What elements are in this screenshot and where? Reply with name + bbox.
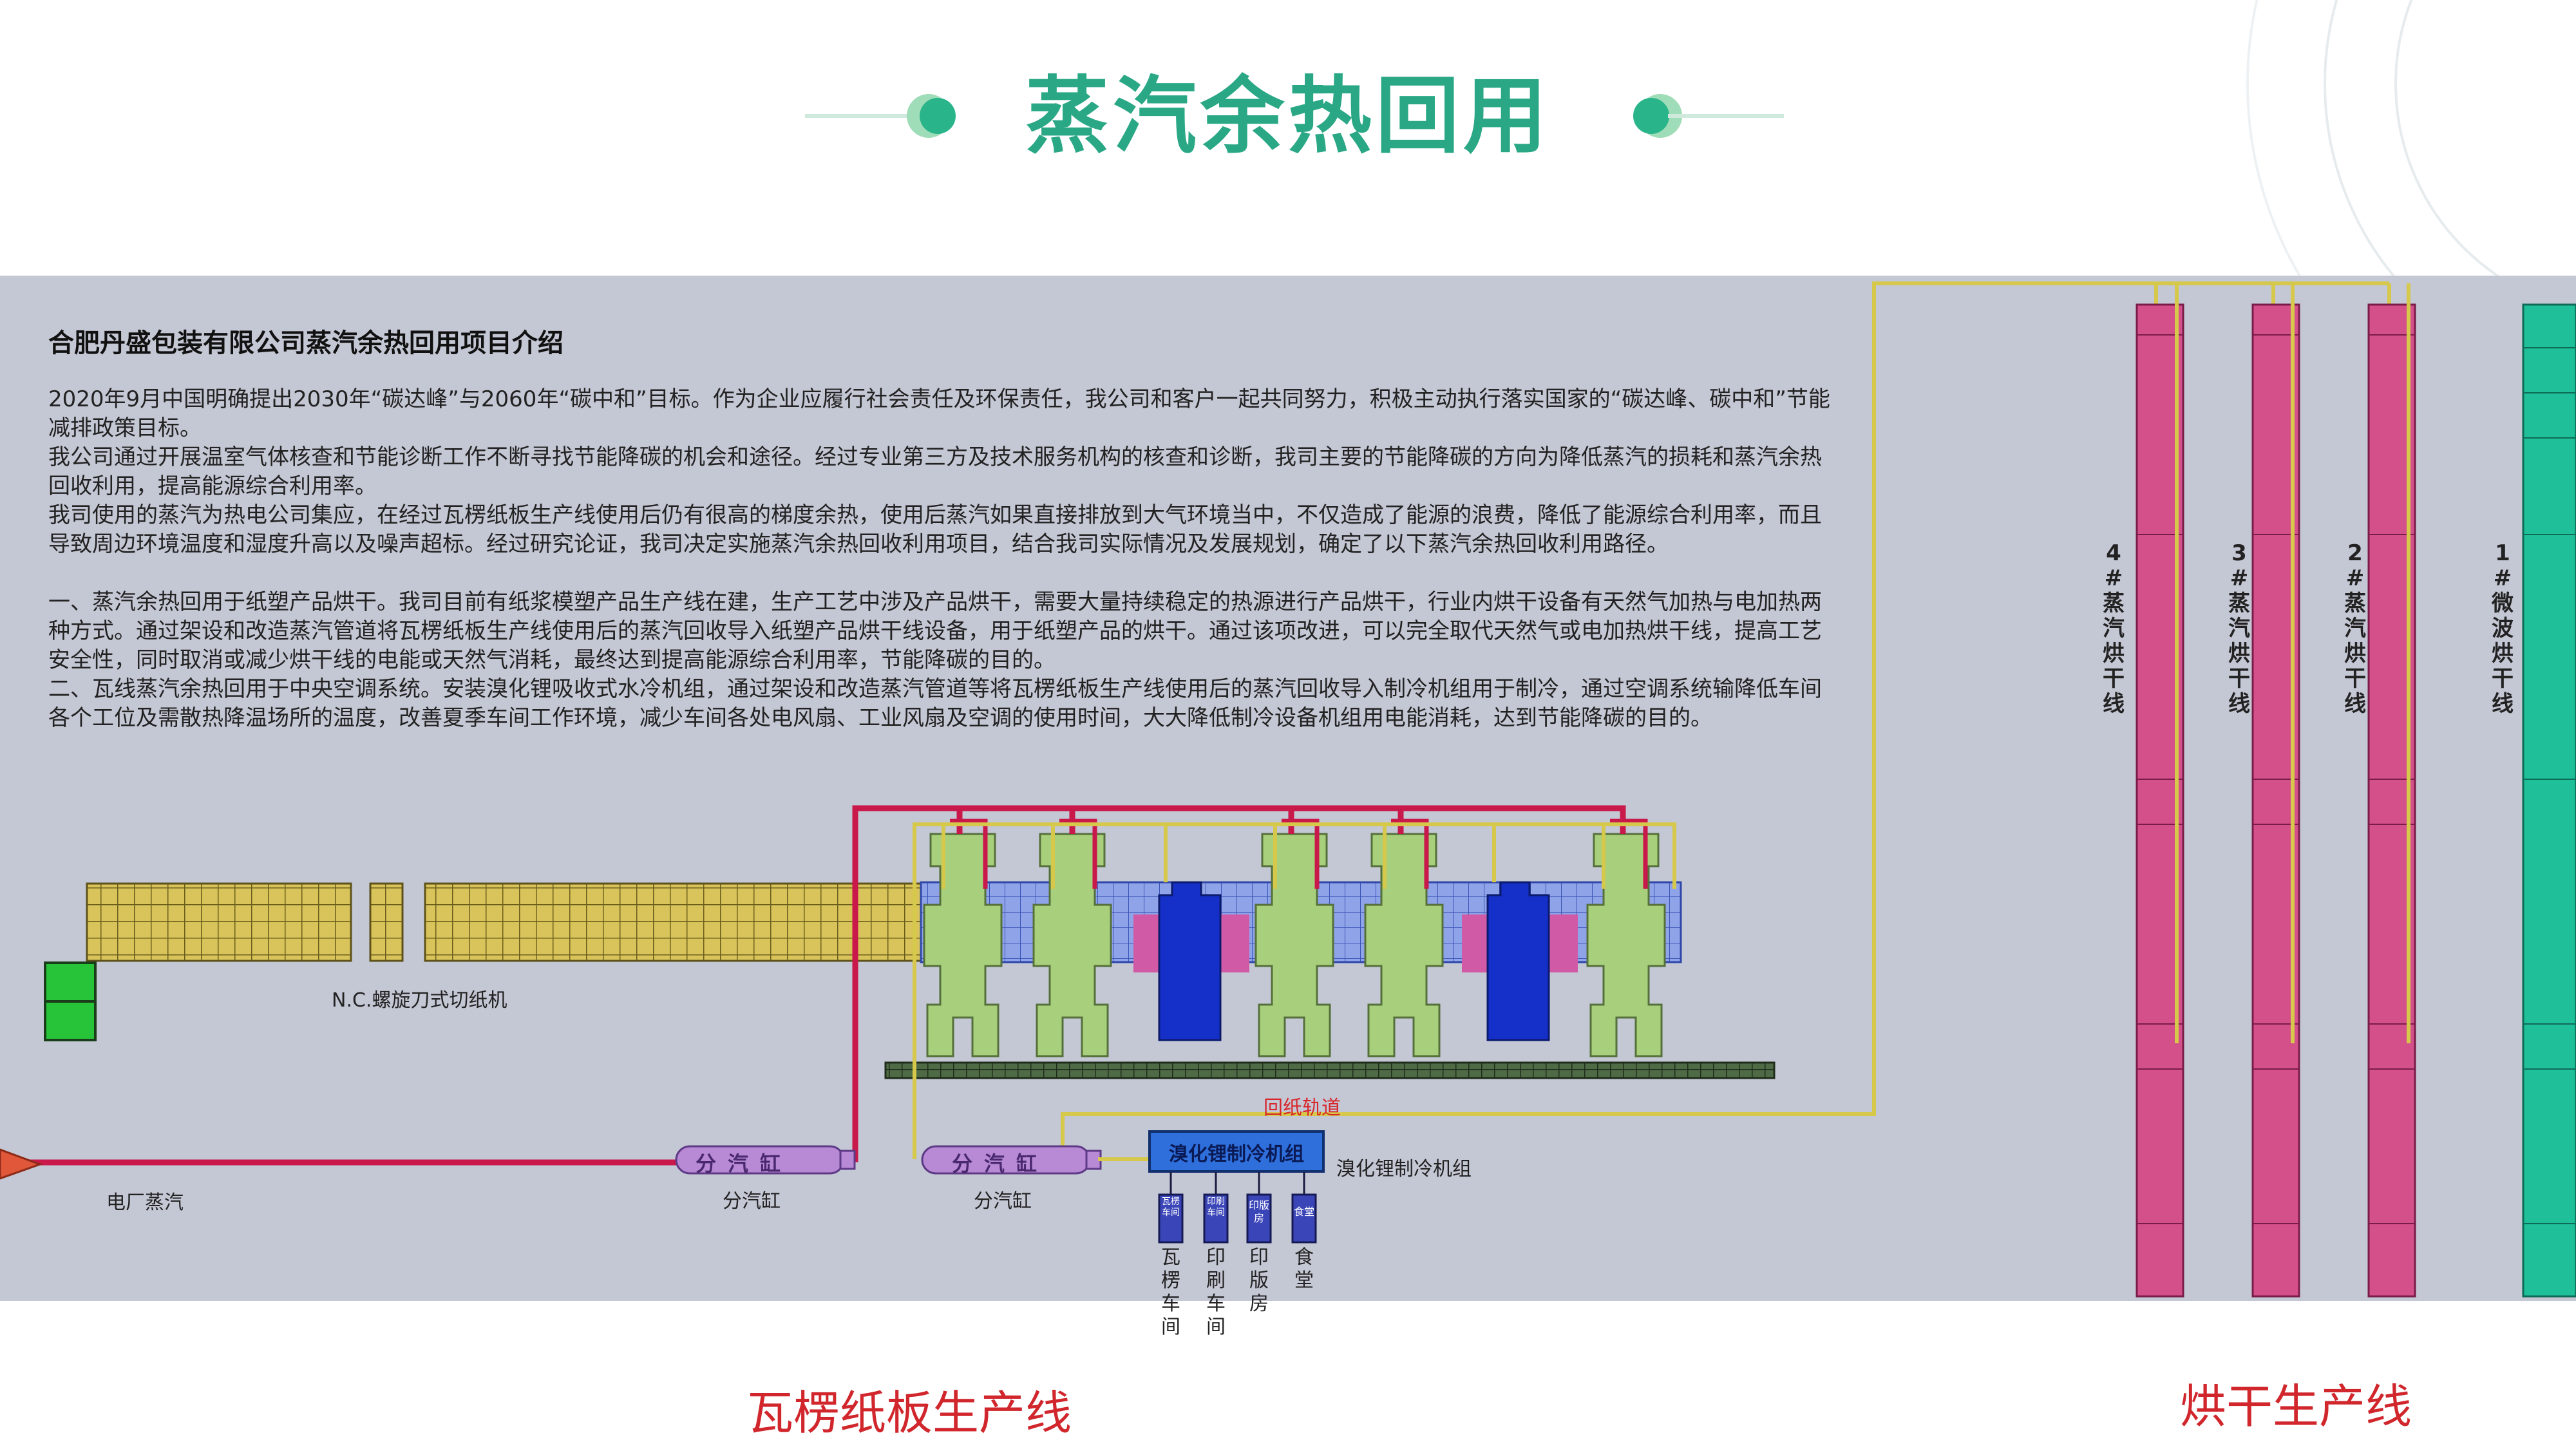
header-2-tag: 分汽缸	[952, 1151, 1049, 1176]
cutter-machine	[44, 961, 97, 1041]
consumer-tag-text: 印刷车间	[1207, 1197, 1225, 1218]
caption-corrugator-line: 瓦楞纸板生产线	[747, 1386, 1072, 1440]
conveyor-stack	[86, 882, 922, 962]
steam-branch-pipe	[950, 819, 1648, 889]
caption-drying-line: 烘干生产线	[2180, 1379, 2412, 1434]
intro-paragraph: 我司使用的蒸汽为热电公司集应，在经过瓦楞纸板生产线使用后仍有很高的梯度余热，使用…	[48, 502, 1822, 557]
dryer-line-1	[2522, 303, 2576, 1298]
intro-paragraph: 我公司通过开展温室气体核查和节能诊断工作不断寻找节能降碳的机会和途径。经过专业第…	[48, 444, 1822, 499]
intro-paragraph: 2020年9月中国明确提出2030年“碳达峰”与2060年“碳中和”目标。作为企…	[48, 386, 1830, 441]
chiller-box-text: 溴化锂制冷机组	[1169, 1143, 1304, 1166]
header-2-label: 分汽缸	[974, 1190, 1032, 1213]
return-track-label: 回纸轨道	[1264, 1097, 1341, 1119]
dryer-line-label: 4#蒸汽烘干线	[2103, 540, 2125, 717]
dryer-line-label: 1#微波烘干线	[2492, 540, 2514, 717]
consumer-tag-text: 瓦楞车间	[1162, 1197, 1180, 1218]
dryer-return-pipe	[2175, 283, 2410, 1043]
header-1-label: 分汽缸	[723, 1190, 781, 1213]
dryer-line-label: 2#蒸汽烘干线	[2344, 540, 2366, 717]
chiller-unit	[1148, 1130, 1325, 1173]
dryer-line-label: 3#蒸汽烘干线	[2228, 540, 2250, 717]
title-decoration-right	[1633, 94, 1784, 138]
page-title: 蒸汽余热回用	[1025, 67, 1551, 165]
consumer-label: 瓦楞车间	[1161, 1246, 1180, 1338]
intro-title: 合肥丹盛包装有限公司蒸汽余热回用项目介绍	[48, 328, 564, 358]
consumer-tag-text: 食堂	[1293, 1206, 1314, 1218]
plant-steam-source	[0, 1148, 43, 1180]
steam-header-1	[675, 1145, 856, 1175]
consumer-drops	[1170, 1172, 1305, 1195]
header-1-tag: 分汽缸	[696, 1151, 793, 1176]
preheater-units	[1133, 881, 1578, 1041]
consumer-tags	[1158, 1193, 1317, 1244]
chiller-label: 溴化锂制冷机组	[1336, 1158, 1472, 1180]
steam-header-2	[921, 1145, 1102, 1175]
consumer-label: 印版房	[1249, 1246, 1269, 1315]
consumer-label: 食堂	[1294, 1246, 1314, 1292]
consumer-label: 印刷车间	[1206, 1246, 1226, 1338]
intro-paragraph: 二、瓦线蒸汽余热回用于中央空调系统。安装溴化锂吸收式水冷机组，通过架设和改造蒸汽…	[48, 676, 1822, 731]
corrugator-units	[923, 833, 1666, 1057]
cutter-label: N.C.螺旋刀式切纸机	[332, 989, 507, 1012]
intro-paragraph: 一、蒸汽余热回用于纸塑产品烘干。我司目前有纸浆模塑产品生产线在建，生产工艺中涉及…	[48, 589, 1822, 673]
plant-steam-label: 电厂蒸汽	[106, 1191, 184, 1214]
corrugator-track	[884, 1061, 1776, 1079]
consumer-tag-text: 印版房	[1248, 1199, 1269, 1224]
decorative-arcs	[2246, 0, 2576, 361]
title-decoration-left	[805, 94, 956, 138]
